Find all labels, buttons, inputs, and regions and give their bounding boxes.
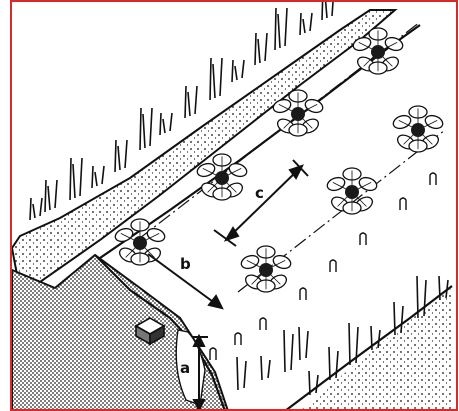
- label-b: b: [180, 255, 191, 273]
- label-c: c: [255, 184, 264, 202]
- label-a: a: [180, 359, 190, 377]
